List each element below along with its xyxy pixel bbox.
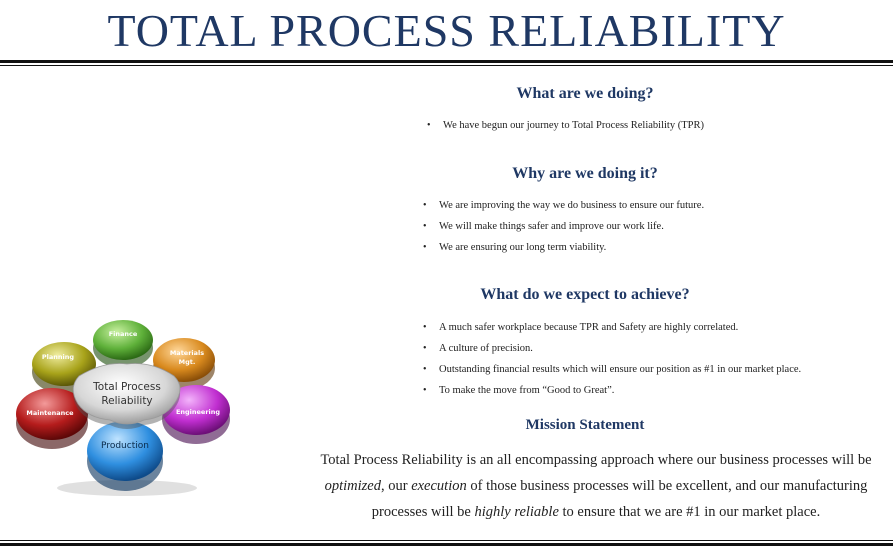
center-piece: Total Process Reliability — [72, 363, 181, 429]
mission-statement: Total Process Reliability is an all enco… — [300, 447, 892, 525]
section-list-why: We are improving the way we do business … — [423, 198, 704, 261]
center-label-line2: Reliability — [101, 395, 152, 407]
section-heading-why: Why are we doing it? — [512, 165, 658, 182]
mission-emphasis-execution: execution — [411, 478, 467, 494]
mission-text-1: Total Process Reliability is an all enco… — [320, 452, 872, 468]
section-list-what: We have begun our journey to Total Proce… — [427, 118, 704, 139]
list-item: We are ensuring our long term viability. — [423, 240, 704, 261]
section-list-achieve: A much safer workplace because TPR and S… — [423, 320, 801, 404]
materials-label-2: Mgt. — [179, 358, 196, 366]
maintenance-piece: Maintenance — [16, 388, 88, 449]
list-item: A culture of precision. — [423, 341, 801, 362]
mission-emphasis-optimized: optimized — [324, 478, 381, 494]
mission-text-3: of those business processes will be exce… — [371, 478, 868, 520]
list-item: A much safer workplace because TPR and S… — [423, 320, 801, 341]
mission-heading: Mission Statement — [525, 417, 645, 433]
top-divider-thin — [0, 65, 893, 66]
list-item: Outstanding financial results which will… — [423, 362, 801, 383]
list-item: We are improving the way we do business … — [423, 198, 704, 219]
section-heading-achieve: What do we expect to achieve? — [480, 286, 690, 303]
list-item: We will make things safer and improve ou… — [423, 219, 704, 240]
maintenance-label: Maintenance — [26, 409, 74, 417]
production-label: Production — [101, 441, 149, 451]
materials-label-1: Materials — [170, 349, 204, 357]
planning-label: Planning — [42, 353, 74, 361]
list-item: We have begun our journey to Total Proce… — [427, 118, 704, 139]
mission-text-2: , our — [380, 478, 412, 494]
top-divider-thick — [0, 60, 893, 63]
engineering-label: Engineering — [176, 408, 220, 416]
finance-piece: Finance — [93, 320, 153, 368]
mission-emphasis-reliable: highly reliable — [474, 504, 559, 520]
page-title: TOTAL PROCESS RELIABILITY — [107, 5, 786, 56]
bottom-divider-thick — [0, 543, 893, 546]
bottom-divider-thin — [0, 540, 893, 541]
tpr-puzzle-graphic: Finance Planning Materials Mgt. Maintena… — [16, 320, 230, 496]
production-piece: Production — [87, 421, 163, 491]
center-label-line1: Total Process — [92, 381, 161, 393]
engineering-piece: Engineering — [162, 385, 230, 444]
finance-label: Finance — [109, 330, 138, 338]
section-heading-what: What are we doing? — [516, 85, 654, 102]
list-item: To make the move from “Good to Great”. — [423, 383, 801, 404]
mission-text-4: to ensure that we are #1 in our market p… — [558, 504, 821, 520]
